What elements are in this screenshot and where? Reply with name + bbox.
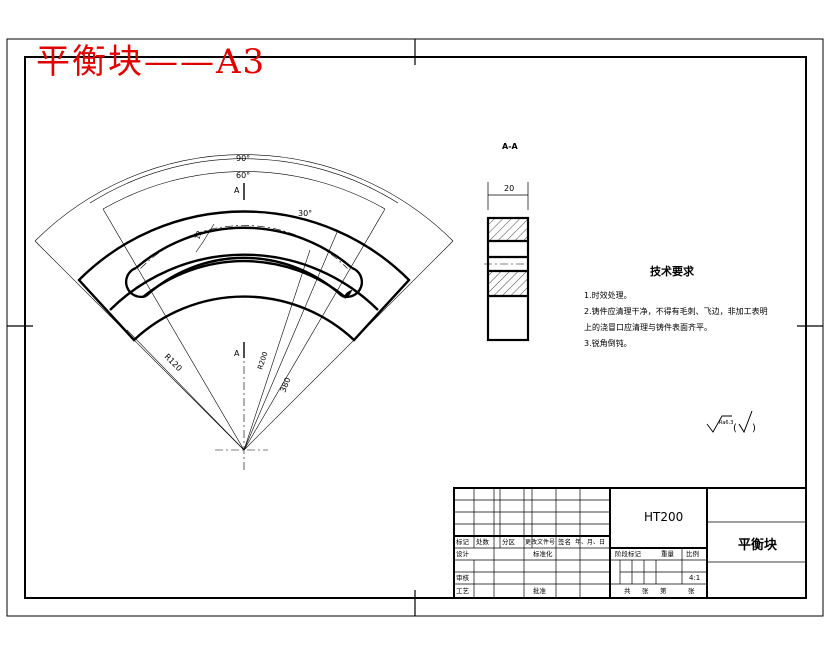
tb-check: 审核 — [456, 573, 470, 582]
roughness-paren-close: ) — [752, 423, 756, 434]
title-block-text: 标记 处数 分区 更改文件号 签名 年、月、日 设计 标准化 审核 工艺 批准 … — [456, 510, 778, 595]
tech-heading: 技术要求 — [650, 264, 695, 278]
roughness-symbol-icon — [706, 415, 732, 433]
tb-sheets: 张 — [642, 586, 649, 595]
tb-standardize: 标准化 — [533, 549, 553, 558]
tb-page-sheets: 张 — [688, 586, 695, 595]
tech-item-1: 1.时效处理。 — [584, 290, 632, 300]
tech-item-4: 3.锐角倒钝。 — [584, 338, 632, 348]
section-arrow-top: A — [234, 186, 240, 195]
fan-outline — [77, 210, 411, 342]
tb-page: 第 — [660, 586, 667, 595]
tb-approve: 批准 — [533, 586, 547, 595]
dim-thickness: 20 — [504, 184, 514, 193]
dim-angle-90: 90° — [236, 154, 250, 163]
tech-item-2: 2.铸件应清理干净，不得有毛刺、飞边，非加工表明 — [584, 306, 768, 316]
tb-weight: 重量 — [661, 550, 675, 558]
dim-r200: R200 — [256, 351, 269, 371]
tb-zone: 分区 — [502, 537, 516, 546]
section-view: A-A 20 — [484, 142, 532, 342]
dim-380: 380 — [279, 376, 293, 394]
tb-sign: 签名 — [558, 537, 571, 546]
section-label: A-A — [502, 142, 519, 151]
tb-scale-label: 比例 — [686, 549, 699, 558]
tech-requirements: 技术要求 1.时效处理。 2.铸件应清理干净，不得有毛刺、飞边，非加工表明 上的… — [584, 264, 768, 348]
section-hatch-bottom — [489, 271, 527, 295]
roughness-check-icon — [738, 410, 753, 434]
tb-total: 共 — [624, 586, 631, 595]
tb-mark: 标记 — [456, 537, 470, 546]
roughness-paren-open: ( — [733, 423, 737, 434]
front-view: A A 90° 60° 30° 12 R120 R200 380 — [34, 154, 454, 470]
centering-marks — [7, 39, 823, 616]
tb-date: 年、月、日 — [575, 538, 605, 546]
dimension-lines — [34, 154, 454, 451]
title-overlay: 平衡块——A3 — [36, 42, 267, 82]
section-arrow-bottom: A — [234, 349, 240, 358]
tb-process: 工艺 — [456, 587, 470, 595]
tb-design: 设计 — [456, 549, 470, 558]
dim-angle-60: 60° — [236, 171, 250, 180]
tb-material: HT200 — [644, 510, 683, 524]
roughness-value: Ra6.3 — [719, 420, 733, 426]
title-block — [453, 487, 807, 599]
section-hatch-top — [489, 219, 527, 241]
roughness-note: Ra6.3 ( ) — [706, 410, 756, 434]
tb-part-name: 平衡块 — [738, 537, 778, 553]
tech-item-3: 上的浇冒口应清理与铸件表面齐平。 — [584, 322, 712, 332]
tb-change-doc: 更改文件号 — [525, 538, 555, 546]
tb-scale: 4:1 — [689, 574, 700, 582]
dim-slot-width: 12 — [193, 230, 204, 241]
tb-count: 处数 — [476, 537, 490, 546]
dim-angle-30: 30° — [298, 209, 312, 218]
tb-stage-mark: 阶段标记 — [615, 549, 642, 558]
